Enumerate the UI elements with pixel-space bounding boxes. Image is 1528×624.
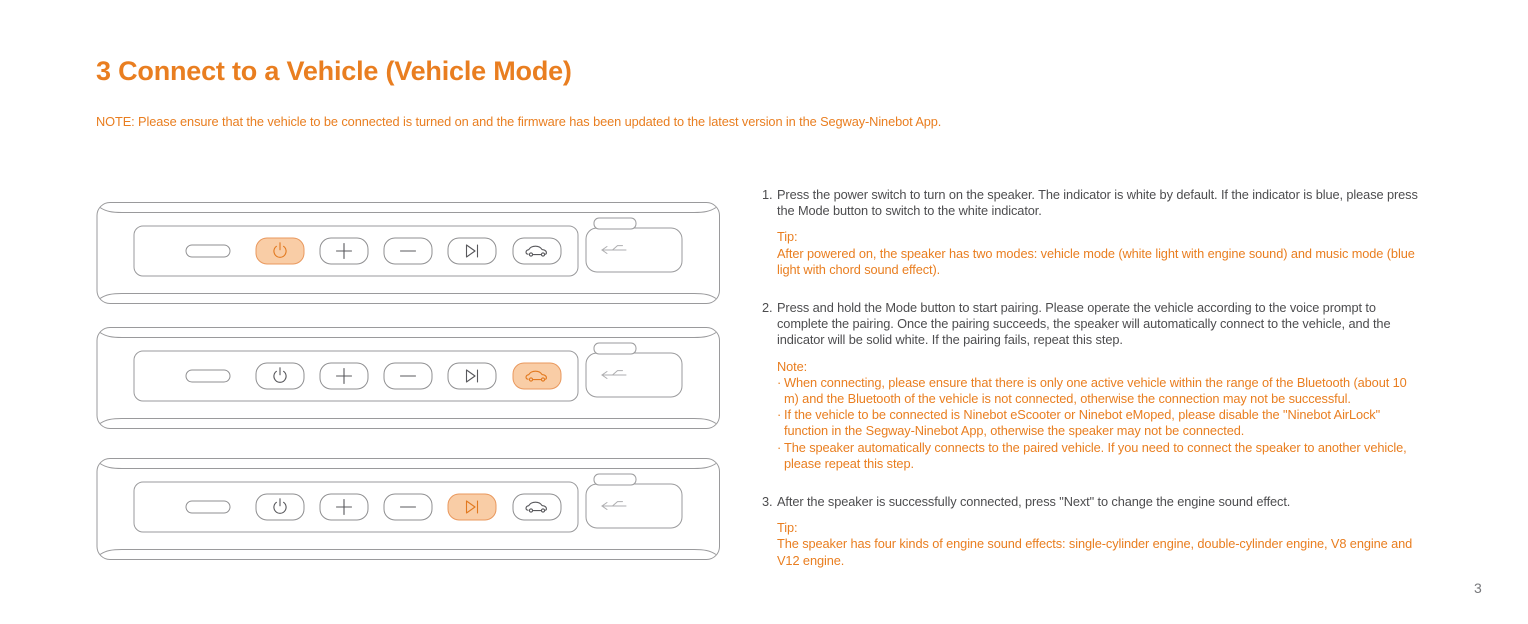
volume-up-button	[319, 493, 369, 521]
step-3: 3. After the speaker is successfully con…	[762, 494, 1418, 569]
port-cover-tab	[593, 473, 637, 486]
step-1-tip: Tip: After powered on, the speaker has t…	[777, 229, 1418, 278]
status-indicator	[185, 369, 231, 383]
vehicle-mode-button	[512, 493, 562, 521]
power-button	[255, 362, 305, 390]
speaker-illustration	[96, 327, 720, 429]
volume-up-button	[319, 362, 369, 390]
speaker-diagram-step-2	[96, 326, 721, 430]
next-track-icon	[465, 244, 479, 258]
step-text: Press and hold the Mode button to start …	[777, 300, 1391, 348]
next-track-button	[447, 493, 497, 521]
usb-port-icon	[601, 245, 627, 254]
usb-port-icon	[601, 501, 627, 510]
vehicle-mode-button	[512, 237, 562, 265]
next-track-icon	[465, 500, 479, 514]
note-text: When connecting, please ensure that ther…	[784, 374, 1407, 407]
power-button	[255, 493, 305, 521]
plus-icon	[335, 498, 353, 516]
bullet: ·	[777, 439, 782, 455]
car-icon	[525, 245, 547, 257]
next-track-button	[447, 362, 497, 390]
note-text: The speaker automatically connects to th…	[784, 439, 1407, 471]
note-text: If the vehicle to be connected is Ninebo…	[784, 407, 1381, 439]
usb-port-section	[585, 342, 683, 398]
page-title: 3 Connect to a Vehicle (Vehicle Mode)	[96, 56, 572, 86]
step-2-note: Note: · When connecting, please ensure t…	[777, 359, 1418, 472]
usb-port-icon	[601, 370, 627, 379]
speaker-illustration	[96, 458, 720, 560]
power-icon	[273, 498, 287, 514]
note-item: · If the vehicle to be connected is Nine…	[777, 407, 1418, 439]
next-track-icon	[465, 369, 479, 383]
vehicle-mode-button	[512, 362, 562, 390]
step-text: Press the power switch to turn on the sp…	[777, 187, 1418, 219]
plus-icon	[335, 242, 353, 260]
page-number: 3	[1474, 580, 1482, 596]
port-cover-tab	[593, 342, 637, 355]
speaker-diagram-step-3	[96, 457, 721, 561]
bullet: ·	[777, 374, 782, 390]
note-item: · When connecting, please ensure that th…	[777, 375, 1418, 407]
note-label: Note:	[777, 358, 808, 374]
speaker-diagram-step-1	[96, 201, 721, 305]
tip-label: Tip:	[777, 520, 798, 536]
volume-down-button	[383, 362, 433, 390]
step-number: 3.	[762, 494, 773, 510]
next-track-button	[447, 237, 497, 265]
step-2: 2. Press and hold the Mode button to sta…	[762, 300, 1418, 472]
speaker-illustration	[96, 202, 720, 304]
tip-text: The speaker has four kinds of engine sou…	[777, 536, 1413, 568]
volume-down-button	[383, 493, 433, 521]
volume-up-button	[319, 237, 369, 265]
usb-port-section	[585, 473, 683, 529]
instructions: 1. Press the power switch to turn on the…	[762, 187, 1418, 569]
car-icon	[525, 370, 547, 382]
bullet: ·	[777, 407, 782, 423]
car-icon	[525, 501, 547, 513]
step-number: 2.	[762, 300, 773, 316]
page-note: NOTE: Please ensure that the vehicle to …	[96, 114, 942, 129]
step-number: 1.	[762, 187, 773, 202]
step-text: After the speaker is successfully connec…	[777, 494, 1291, 510]
tip-label: Tip:	[777, 229, 798, 245]
step-3-tip: Tip: The speaker has four kinds of engin…	[777, 520, 1418, 569]
port-cover-tab	[593, 217, 637, 230]
tip-text: After powered on, the speaker has two mo…	[777, 245, 1415, 277]
power-icon	[273, 242, 287, 258]
usb-port-section	[585, 217, 683, 273]
power-button	[255, 237, 305, 265]
note-item: · The speaker automatically connects to …	[777, 440, 1418, 472]
plus-icon	[335, 367, 353, 385]
status-indicator	[185, 244, 231, 258]
volume-down-button	[383, 237, 433, 265]
step-1: 1. Press the power switch to turn on the…	[762, 187, 1418, 278]
power-icon	[273, 367, 287, 383]
status-indicator	[185, 500, 231, 514]
